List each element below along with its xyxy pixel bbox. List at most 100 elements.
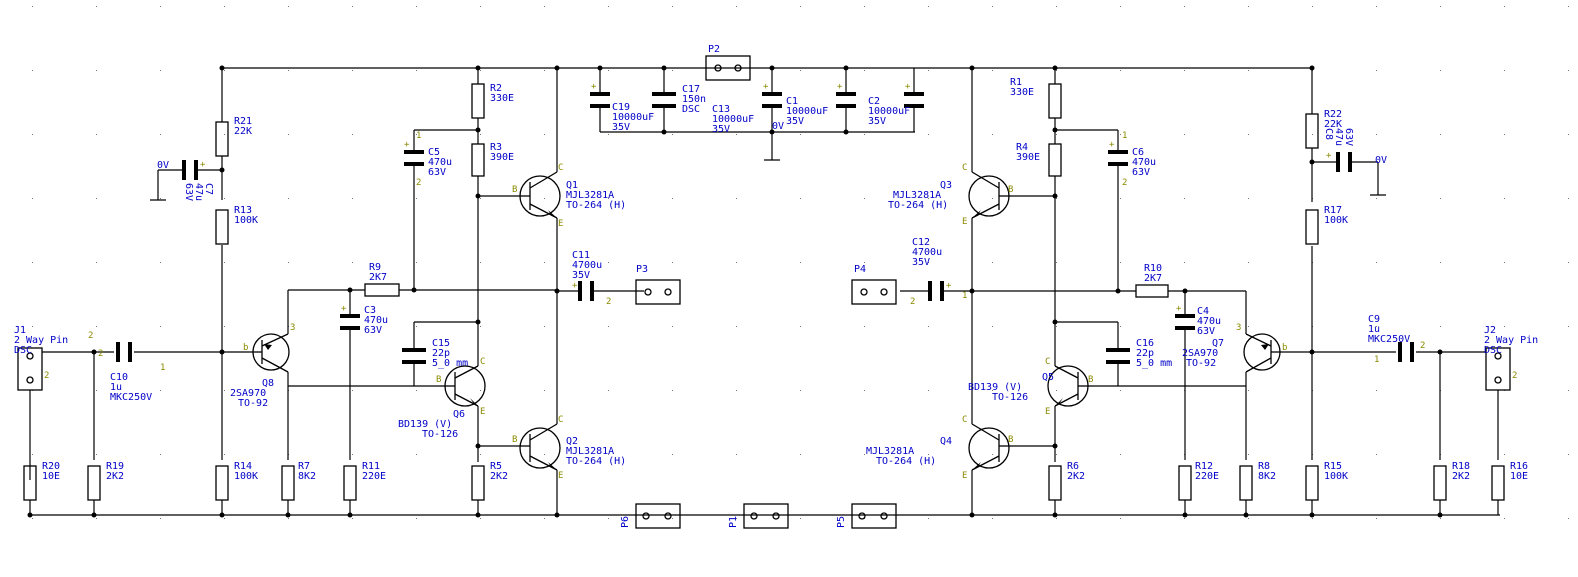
resistor-R8[interactable]: R8 8K2 [1239, 461, 1276, 501]
connector-P6[interactable]: P6 [620, 503, 681, 529]
connector-P4[interactable]: P4 [851, 264, 897, 305]
resistor-R4[interactable]: R4 390E [1016, 142, 1062, 177]
ref: Q7 [1212, 338, 1224, 349]
net-0v-right: 0V [1375, 155, 1387, 166]
resistor-R12[interactable]: R12 220E [1178, 461, 1219, 501]
pin-b: B [512, 185, 517, 195]
pin-plus: + [341, 304, 347, 314]
ref: R12 [1195, 461, 1213, 472]
resistor-R17[interactable]: R17 100K [1305, 205, 1348, 245]
voltage: 35V [786, 116, 804, 127]
value: 1u [1368, 324, 1380, 335]
ref: C7 [203, 183, 214, 195]
resistor-R2[interactable]: R2 330E [471, 83, 514, 119]
transistor-Q8[interactable]: b 3 Q8 2SA970 TO-92 [230, 323, 295, 409]
value: 2K2 [1452, 471, 1470, 482]
capacitor-C2[interactable]: + + C2 10000uF 35V [836, 82, 924, 127]
connector-J1[interactable]: J1 2 Way Pin DSC [14, 325, 68, 391]
transistor-Q4[interactable]: B C E Q4 MJL3281A TO-264 (H) [866, 415, 1013, 481]
value: 470u [1132, 157, 1156, 168]
value: 4700u [572, 260, 602, 271]
transistor-Q3[interactable]: B C E Q3 MJL3281A TO-264 (H) [888, 163, 1013, 227]
resistor-R22[interactable]: R22 22K [1305, 109, 1342, 149]
connector-J2[interactable]: J2 2 Way Pin DSC [1484, 325, 1538, 391]
resistor-R14[interactable]: R14 100K [215, 461, 258, 501]
pin-b: b [1282, 343, 1287, 353]
resistor-R10[interactable]: R10 2K7 [1135, 263, 1169, 298]
value: 100K [1324, 471, 1348, 482]
transistor-Q2[interactable]: B C E Q2 MJL3281A TO-264 (H) [512, 415, 626, 481]
connector-P2[interactable]: P2 [705, 44, 751, 81]
ref: C11 [572, 250, 590, 261]
capacitor-C5[interactable]: + C5 470u 63V [404, 140, 452, 178]
part: MJL3281A [566, 446, 614, 457]
type: DSC [682, 104, 700, 115]
resistor-R9[interactable]: R9 2K7 [364, 262, 400, 297]
capacitor-C3[interactable]: + C3 470u 63V [340, 304, 388, 336]
value: 4700u [912, 247, 942, 258]
capacitor-C7[interactable]: + C7 47u 63V [182, 160, 214, 201]
part: MJL3281A [893, 190, 941, 201]
resistor-R20[interactable]: R20 10E [23, 461, 60, 501]
resistor-R21[interactable]: R21 22K [215, 116, 252, 157]
transistor-Q7[interactable]: b 3 Q7 2SA970 TO-92 [1182, 323, 1287, 373]
pin-e: E [962, 471, 967, 481]
resistor-R6[interactable]: R6 2K2 [1048, 461, 1085, 501]
resistor-R16[interactable]: R16 10E [1491, 461, 1528, 501]
capacitor-C4[interactable]: + C4 470u 63V [1175, 304, 1221, 337]
grid-dots [32, 6, 1569, 519]
pin-b: B [1008, 185, 1013, 195]
svg-text:1: 1 [416, 131, 421, 141]
ref: C17 [682, 84, 700, 95]
svg-text:2: 2 [910, 297, 915, 307]
pin-e: E [1045, 407, 1050, 417]
resistor-R7[interactable]: R7 8K2 [281, 461, 316, 501]
connector-P1[interactable]: P1 [728, 503, 789, 529]
package: TO-264 (H) [566, 200, 626, 211]
capacitor-C10[interactable]: C10 1u MKC250V [110, 342, 152, 403]
resistor-R18[interactable]: R18 2K2 [1433, 461, 1470, 501]
resistor-R19[interactable]: R19 2K2 [87, 461, 124, 501]
pitch: 5_0 mm [432, 358, 468, 369]
tag: DSC [1484, 345, 1502, 356]
capacitor-C16[interactable]: C16 22p 5_0 mm [1106, 338, 1172, 369]
svg-text:1: 1 [1122, 131, 1127, 141]
ref: C9 [1368, 314, 1380, 325]
transistor-Q6[interactable]: B C E Q6 BD139 (V) TO-126 [398, 357, 486, 440]
resistor-R5[interactable]: R5 2K2 [471, 461, 508, 501]
value: 220E [1195, 471, 1219, 482]
capacitor-C19[interactable]: + C19 10000uF 35V [590, 82, 654, 133]
svg-text:2: 2 [416, 178, 421, 188]
value: 330E [490, 93, 514, 104]
capacitor-C12[interactable]: + C12 4700u 35V [912, 237, 952, 301]
part: 2SA970 [1182, 348, 1218, 359]
ref: R19 [106, 461, 124, 472]
capacitor-C17[interactable]: C17 150n DSC [652, 84, 706, 115]
pin-plus: + [591, 82, 597, 92]
resistor-R13[interactable]: R13 100K [215, 205, 258, 245]
voltage: 63V [183, 183, 194, 201]
capacitor-C15[interactable]: C15 22p 5_0 mm [402, 338, 468, 369]
resistor-R11[interactable]: R11 220E [343, 461, 386, 501]
ref: C4 [1197, 306, 1209, 317]
connector-P3[interactable]: P3 [635, 264, 681, 305]
connector-P5[interactable]: P5 [836, 503, 897, 529]
pin-c: C [480, 357, 485, 367]
voltage: 35V [712, 124, 730, 135]
capacitor-C6[interactable]: + C6 470u 63V [1108, 140, 1156, 178]
tag: DSC [14, 345, 32, 356]
value: 10000uF [612, 112, 654, 123]
resistor-R3[interactable]: R3 390E [471, 142, 514, 177]
resistor-R15[interactable]: R15 100K [1305, 461, 1348, 501]
transistor-Q5[interactable]: B C E Q5 BD139 (V) TO-126 [968, 357, 1093, 417]
capacitor-C9[interactable]: C9 1u MKC250V [1368, 314, 1414, 362]
capacitor-C1[interactable]: C1 10000uF 35V [786, 96, 828, 127]
resistor-R1[interactable]: R1 330E [1010, 77, 1062, 119]
transistor-Q1[interactable]: B C E Q1 MJL3281A TO-264 (H) [512, 163, 626, 229]
ref: R3 [490, 142, 502, 153]
svg-text:2: 2 [98, 349, 103, 359]
capacitor-C13[interactable]: + C13 10000uF 35V [712, 82, 782, 135]
capacitor-C8[interactable]: + C8 47u 63V [1323, 128, 1354, 172]
capacitor-C11[interactable]: + C11 4700u 35V [572, 250, 602, 301]
ref: R20 [42, 461, 60, 472]
